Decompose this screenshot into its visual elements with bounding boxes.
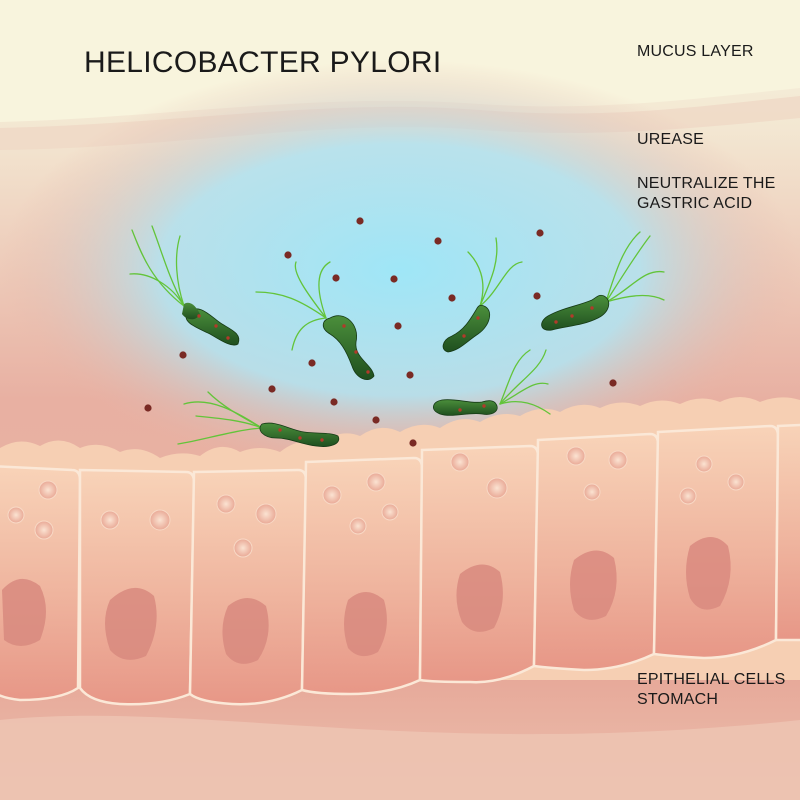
- bacterium-icon: [433, 349, 551, 416]
- diagram-title: HELICOBACTER PYLORI: [84, 46, 442, 79]
- urease-molecule-icon: [409, 439, 417, 447]
- vesicle: [255, 503, 277, 525]
- mucus-layer-blue: [0, 60, 800, 480]
- vesicle: [7, 506, 25, 524]
- cell-nucleus: [570, 550, 617, 620]
- urease-molecule-icon: [609, 379, 617, 387]
- vesicle: [450, 452, 470, 472]
- vesicle: [149, 509, 171, 531]
- cell-nucleus: [2, 578, 46, 646]
- urease-molecule-icon: [390, 275, 398, 283]
- urease-molecule-icon: [308, 359, 316, 367]
- vesicle: [679, 487, 697, 505]
- vesicle: [566, 446, 586, 466]
- label-neutralize-gastric-acid: NEUTRALIZE THE GASTRIC ACID: [637, 175, 776, 212]
- vesicle: [322, 485, 342, 505]
- bacterium-icon: [541, 231, 665, 331]
- label-urease: UREASE: [637, 131, 704, 148]
- urease-molecule-icon: [394, 322, 402, 330]
- vesicle: [233, 538, 253, 558]
- cell-nucleus: [222, 598, 269, 664]
- urease-molecule-icon: [144, 404, 152, 412]
- urease-molecule-icon: [448, 294, 456, 302]
- label-mucus-layer: MUCUS LAYER: [637, 43, 754, 60]
- urease-molecule-icon: [536, 229, 544, 237]
- cell-nucleus: [105, 587, 157, 660]
- bacterium-icon: [129, 225, 240, 346]
- urease-molecule-icon: [434, 237, 442, 245]
- label-epithelial-cells-stomach: EPITHELIAL CELLS STOMACH: [637, 671, 786, 708]
- urease-molecule-icon: [332, 274, 340, 282]
- urease-molecule-icon: [356, 217, 364, 225]
- vesicle: [695, 455, 713, 473]
- vesicle: [349, 517, 367, 535]
- tissue-lower-wave: [0, 715, 800, 800]
- cell-nucleus: [456, 564, 503, 632]
- vesicle: [486, 477, 508, 499]
- vesicle: [366, 472, 386, 492]
- bacterium-icon: [255, 261, 375, 380]
- cell-nucleus: [686, 537, 731, 610]
- urease-molecule-icon: [330, 398, 338, 406]
- epithelial-cell: [418, 444, 540, 684]
- vesicle: [38, 480, 58, 500]
- urease-molecule-icon: [372, 416, 380, 424]
- urease-molecule-icon: [284, 251, 292, 259]
- vesicle: [727, 473, 745, 491]
- vesicle: [381, 503, 399, 521]
- epithelial-cell: [774, 423, 800, 642]
- urease-molecule-icon: [533, 292, 541, 300]
- cell-nucleus: [344, 592, 387, 657]
- vesicle: [34, 520, 54, 540]
- epithelial-cell: [300, 456, 424, 696]
- vesicle: [583, 483, 601, 501]
- epithelial-cell: [188, 468, 308, 706]
- urease-molecule-icon: [406, 371, 414, 379]
- urease-molecule-icon: [179, 351, 187, 359]
- vesicle: [216, 494, 236, 514]
- vesicle: [100, 510, 120, 530]
- epithelial-cell: [78, 468, 196, 706]
- vesicle: [608, 450, 628, 470]
- urease-molecule-icon: [268, 385, 276, 393]
